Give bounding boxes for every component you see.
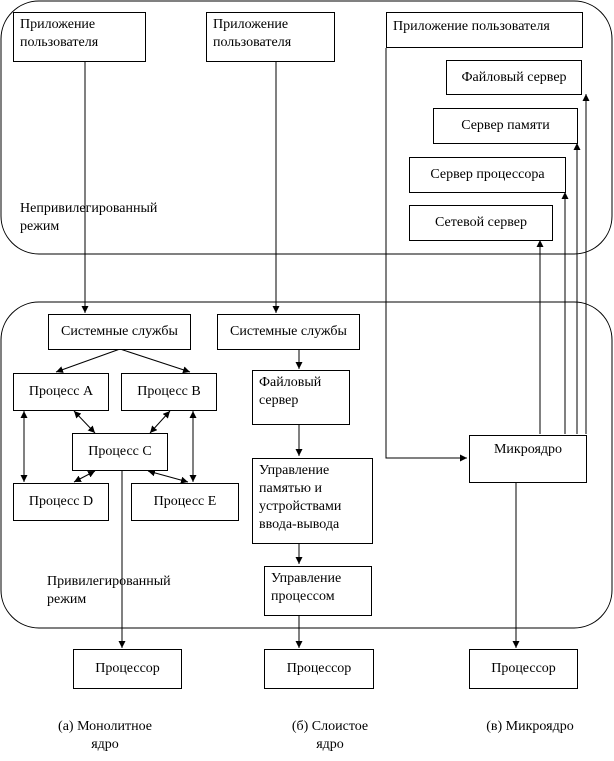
monolithic-caption: (а) Монолитное ядро [58, 719, 152, 752]
layered-fileserver-box: Файловый сервер [252, 370, 350, 425]
monolithic-services-box: Системные службы [48, 314, 191, 350]
layered-cpu-box: Процессор [264, 649, 374, 689]
layered-services-box: Системные службы [217, 314, 360, 350]
microkernel-cpuserver-box: Сервер процессора [409, 157, 566, 193]
microkernel-app-box: Приложение пользователя [386, 12, 583, 48]
arrow-app-to-microkernel [385, 48, 467, 462]
microkernel-fileserver-box: Файловый сервер [446, 60, 582, 95]
microkernel-caption: (в) Микроядро [486, 719, 574, 734]
microkernel-memserver-box: Сервер памяти [433, 108, 578, 144]
arrow-b-c [149, 410, 171, 434]
layered-procmgmt-box: Управление процессом [264, 566, 372, 616]
kernel-mode-label: Привилегированный режим [47, 574, 171, 607]
user-mode-region [0, 0, 613, 255]
layered-caption: (б) Слоистое ядро [291, 719, 369, 752]
kernel-mode-region [0, 301, 613, 629]
arrow-services-to-proc-b [119, 348, 191, 374]
monolithic-app-box: Приложение пользователя [13, 12, 146, 62]
arrow-c-d [73, 470, 96, 483]
user-mode-label: Непривилегированный режим [20, 201, 158, 234]
proc-c-box: Процесс C [72, 433, 168, 471]
arrow-a-c [73, 410, 96, 434]
microkernel-cpu-box: Процессор [469, 649, 578, 689]
microkernel-kernel-box: Микроядро [469, 435, 587, 483]
proc-b-box: Процесс B [121, 373, 217, 411]
layered-memio-box: Управление памятью и устройствами ввода-… [252, 458, 373, 544]
microkernel-netserver-box: Сетевой сервер [409, 205, 553, 241]
arrow-c-e [147, 469, 189, 484]
proc-e-box: Процесс E [131, 483, 239, 521]
proc-d-box: Процесс D [13, 483, 109, 521]
layered-app-box: Приложение пользователя [206, 12, 335, 62]
monolithic-cpu-box: Процессор [73, 649, 182, 689]
arrow-services-to-proc-a [55, 348, 121, 373]
proc-a-box: Процесс A [13, 373, 109, 411]
